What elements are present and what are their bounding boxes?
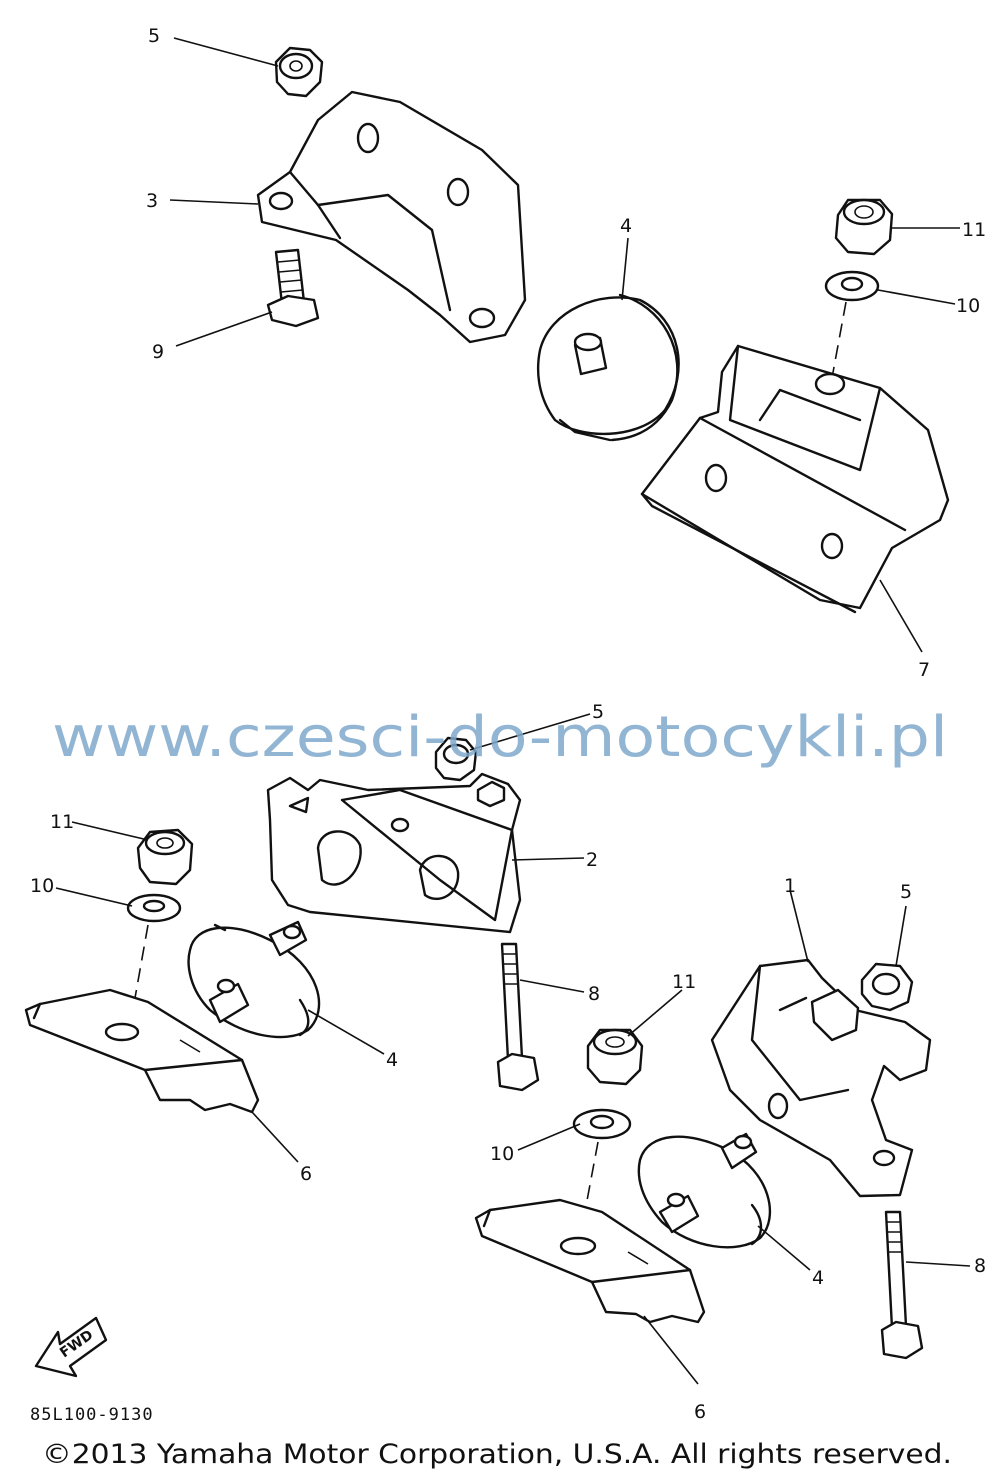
callout-8: 8 bbox=[974, 1255, 986, 1277]
forward-arrow-icon: FWD bbox=[34, 1316, 108, 1378]
callout-1: 1 bbox=[784, 875, 796, 897]
nut-5-right bbox=[860, 962, 914, 1012]
nut-11-left bbox=[136, 828, 194, 886]
watermark: www.czesci-do-motocykli.pl bbox=[52, 705, 948, 770]
nut-11-center bbox=[586, 1028, 644, 1086]
mount-4-left bbox=[187, 920, 321, 1039]
callout-2: 2 bbox=[586, 849, 598, 871]
copyright: ©2013 Yamaha Motor Corporation, U.S.A. A… bbox=[42, 1439, 952, 1470]
callout-4: 4 bbox=[620, 215, 632, 237]
nut-top bbox=[274, 46, 324, 98]
bolt-9 bbox=[266, 248, 320, 328]
callout-7: 7 bbox=[918, 659, 930, 681]
callout-5: 5 bbox=[900, 881, 912, 903]
bracket-2 bbox=[266, 772, 522, 934]
washer-10-center bbox=[572, 1108, 632, 1140]
callout-5: 5 bbox=[592, 701, 604, 723]
mount-4-upper bbox=[536, 293, 680, 442]
callout-3: 3 bbox=[146, 190, 158, 212]
callout-11: 11 bbox=[50, 811, 74, 833]
callout-10: 10 bbox=[956, 295, 980, 317]
bracket-6-right bbox=[474, 1198, 706, 1324]
washer-10-upper bbox=[824, 270, 880, 302]
nut-11-upper bbox=[834, 198, 894, 256]
washer-10-left bbox=[126, 893, 182, 923]
callout-4: 4 bbox=[386, 1049, 398, 1071]
callout-11: 11 bbox=[962, 219, 986, 241]
callouts: 5 3 9 4 11 10 7 5 2 11 10 4 6 8 1 5 11 1… bbox=[30, 25, 986, 1423]
callout-10: 10 bbox=[30, 875, 54, 897]
callout-6: 6 bbox=[300, 1163, 312, 1185]
nut-5-middle bbox=[434, 736, 478, 782]
callout-4: 4 bbox=[812, 1267, 824, 1289]
callout-11: 11 bbox=[672, 971, 696, 993]
callout-5: 5 bbox=[148, 25, 160, 47]
bracket-3 bbox=[256, 90, 527, 344]
callout-6: 6 bbox=[694, 1401, 706, 1423]
bolt-8-middle bbox=[496, 942, 540, 1092]
callout-9: 9 bbox=[152, 341, 164, 363]
leader-lines bbox=[55, 37, 971, 1385]
callout-8: 8 bbox=[588, 983, 600, 1005]
bracket-7 bbox=[640, 344, 950, 614]
bolt-8-right bbox=[880, 1210, 924, 1360]
mount-4-right bbox=[637, 1132, 772, 1249]
bracket-1 bbox=[710, 958, 932, 1198]
bracket-6-left bbox=[24, 988, 260, 1114]
diagram-code: 85L100-9130 bbox=[30, 1405, 154, 1425]
callout-10: 10 bbox=[490, 1143, 514, 1165]
